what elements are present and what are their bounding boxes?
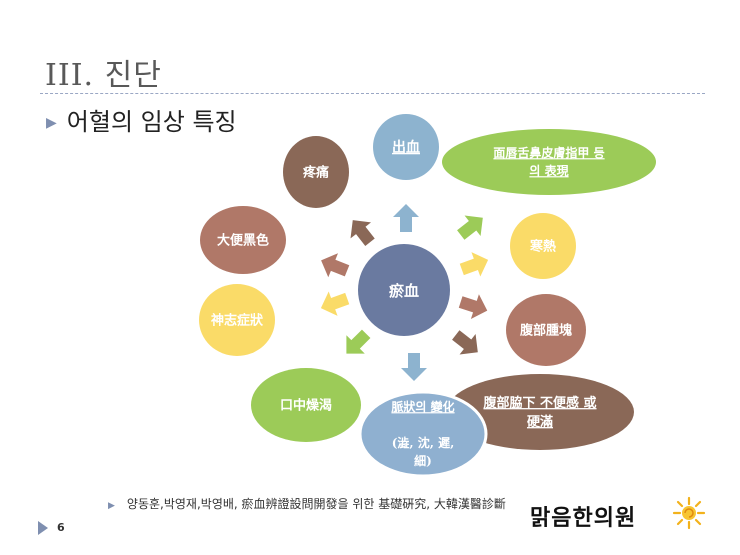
arrow-10 xyxy=(350,220,375,246)
arrow-4 xyxy=(458,294,488,319)
bullet-arrow-icon: ▶ xyxy=(46,115,57,131)
node-shape xyxy=(358,390,488,478)
node-label: 疼痛 xyxy=(303,165,329,181)
reference-text: 양동훈,박영재,박영배, 瘀血辨證設問開發을 위한 基礎硏究, 大韓漢醫診斷 xyxy=(126,497,506,511)
node-shape xyxy=(373,114,439,180)
node-shape xyxy=(510,213,576,279)
node-label: 腹部腫塊 xyxy=(520,323,572,339)
arrow-5 xyxy=(452,330,478,355)
arrow-7 xyxy=(346,329,371,354)
node-label: 面唇舌鼻皮膚指甲 등 xyxy=(493,145,604,160)
center-label: 瘀血 xyxy=(389,282,419,300)
node-shape xyxy=(251,368,361,442)
bullet-heading: ▶ 어혈의 임상 특징 xyxy=(46,102,237,137)
node-5: 腹部脇下 不便感 或硬滿 xyxy=(446,374,634,450)
node-3: 寒熱 xyxy=(510,213,576,279)
node-7: 口中燥渴 xyxy=(251,368,361,442)
title-divider xyxy=(40,93,705,94)
node-4: 腹部腫塊 xyxy=(506,294,586,366)
node-6: 脈狀의 變化 (澁, 沈, 遲, 細) xyxy=(358,390,488,478)
center-node: 瘀血 xyxy=(358,244,450,336)
node-label: 脈狀의 變化 xyxy=(391,399,454,414)
arrow-9 xyxy=(321,253,350,278)
node-shape xyxy=(283,136,349,208)
node-label: 出血 xyxy=(392,139,420,156)
node-label: 口中燥渴 xyxy=(280,398,332,414)
reference-arrow-icon: ▶ xyxy=(108,501,115,511)
node-10: 疼痛 xyxy=(283,136,349,208)
node-label: 硬滿 xyxy=(527,414,553,430)
node-8: 神志症狀 xyxy=(199,284,275,356)
node-1: 出血 xyxy=(373,114,439,180)
node-label: 腹部脇下 不便感 或 xyxy=(483,395,596,411)
node-shape xyxy=(506,294,586,366)
node-label: 細) xyxy=(414,453,432,468)
node-label: 寒熱 xyxy=(529,239,556,255)
node-2: 面唇舌鼻皮膚指甲 등의 表現 xyxy=(442,129,656,195)
node-9: 大便黑色 xyxy=(200,206,286,274)
node-shape xyxy=(446,374,634,450)
bullet-text: 어혈의 임상 특징 xyxy=(66,108,237,136)
footer-arrow-icon xyxy=(38,521,48,535)
page-number: 6 xyxy=(57,521,65,534)
node-label: (澁, 沈, 遲, xyxy=(392,435,455,450)
center-shape xyxy=(358,244,450,336)
arrow-2 xyxy=(457,215,483,240)
node-label: 神志症狀 xyxy=(211,313,264,329)
reference-citation: ▶ 양동훈,박영재,박영배, 瘀血辨證設問開發을 위한 基礎硏究, 大韓漢醫診斷 xyxy=(108,495,520,512)
arrow-6 xyxy=(401,353,427,381)
arrow-1 xyxy=(393,204,419,232)
node-shape xyxy=(200,206,286,274)
clinic-logo: 맑음한의원 xyxy=(530,506,637,531)
node-shape xyxy=(199,284,275,356)
sun-icon xyxy=(672,496,706,530)
node-label: 大便黑色 xyxy=(217,233,269,249)
slide-title: III. 진단 xyxy=(45,58,162,93)
node-label: 의 表現 xyxy=(529,163,568,178)
arrow-3 xyxy=(459,252,489,277)
arrow-8 xyxy=(320,291,350,316)
node-shape xyxy=(442,129,656,195)
